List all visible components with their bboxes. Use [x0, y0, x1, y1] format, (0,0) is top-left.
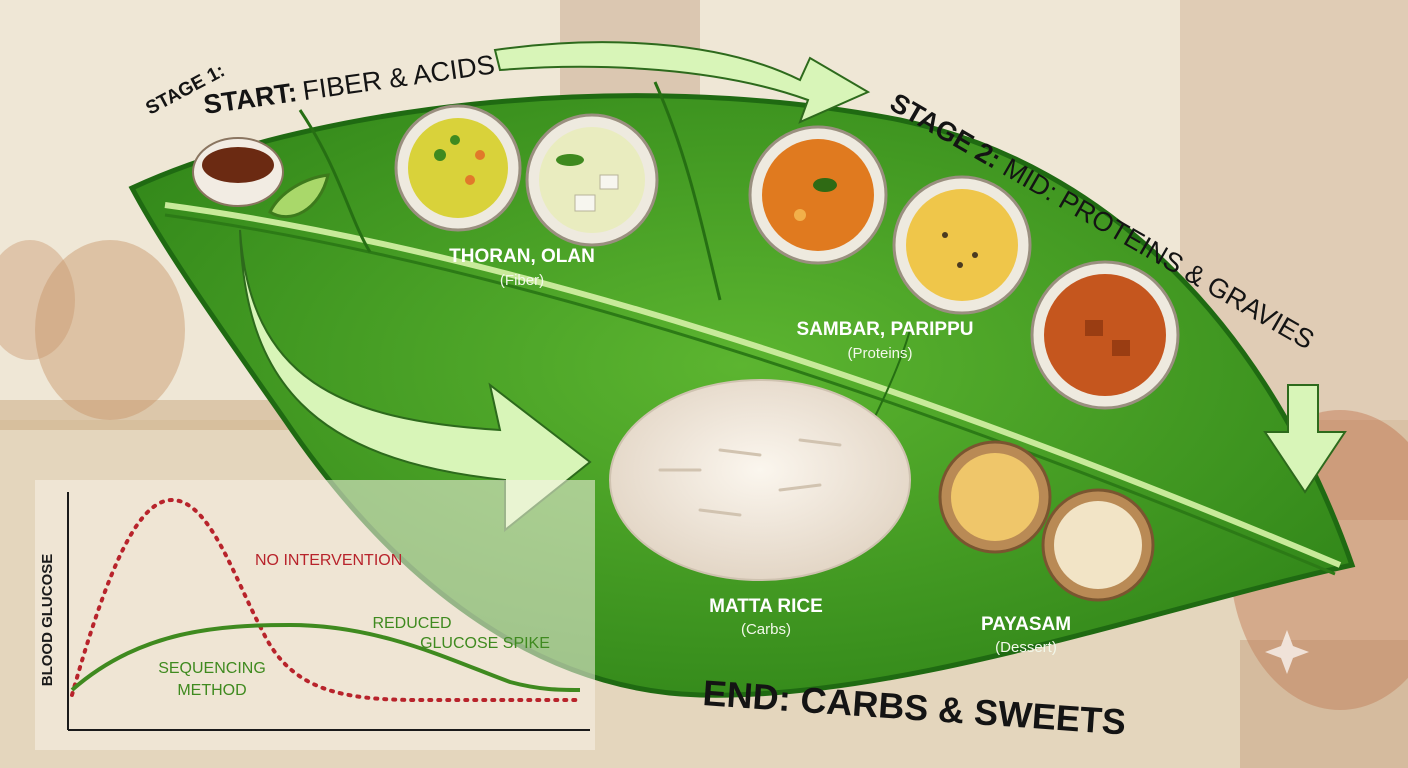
stage2-to-end-arrow [1263, 384, 1347, 494]
dish-name-thoran-olan: THORAN, OLAN [449, 246, 595, 267]
sequencing-label-line2: METHOD [177, 682, 246, 699]
dish-name-payasam: PAYASAM [981, 614, 1071, 635]
chutney-bowl [192, 137, 284, 207]
dish-name-matta-rice: MATTA RICE [709, 596, 823, 617]
sambar-bowl [748, 125, 888, 265]
dish-name-sambar-parippu: SAMBAR, PARIPPU [797, 319, 974, 340]
no-intervention-curve [70, 497, 582, 702]
dish-category-fiber: (Fiber) [500, 272, 544, 289]
olan-bowl [525, 113, 659, 247]
graph-y-label: BLOOD GLUCOSE [39, 554, 56, 687]
sparkle-icon [1265, 630, 1309, 674]
dish-category-proteins: (Proteins) [847, 345, 912, 362]
lime-wedge [268, 173, 330, 219]
payasam-bowl-1 [938, 440, 1052, 554]
matta-rice-mound [609, 379, 911, 581]
glucose-graph: BLOOD GLUCOSE NO INTERVENTION REDUCED GL… [35, 480, 595, 750]
dish-category-dessert: (Dessert) [995, 639, 1057, 656]
sequencing-curve [70, 622, 581, 692]
stage1-to-stage2-arrow [493, 41, 871, 124]
parippu-bowl [892, 175, 1032, 315]
end-prefix: END: [701, 672, 792, 719]
payasam-bowl-2 [1041, 488, 1155, 602]
dish-category-carbs: (Carbs) [741, 621, 791, 638]
thoran-bowl [394, 104, 522, 232]
no-intervention-label: NO INTERVENTION [255, 552, 402, 569]
sequencing-label-line1: SEQUENCING [158, 660, 266, 677]
annotation-line2: GLUCOSE SPIKE [420, 635, 550, 652]
curry-bowl [1030, 260, 1180, 410]
annotation-line1: REDUCED [372, 615, 451, 632]
